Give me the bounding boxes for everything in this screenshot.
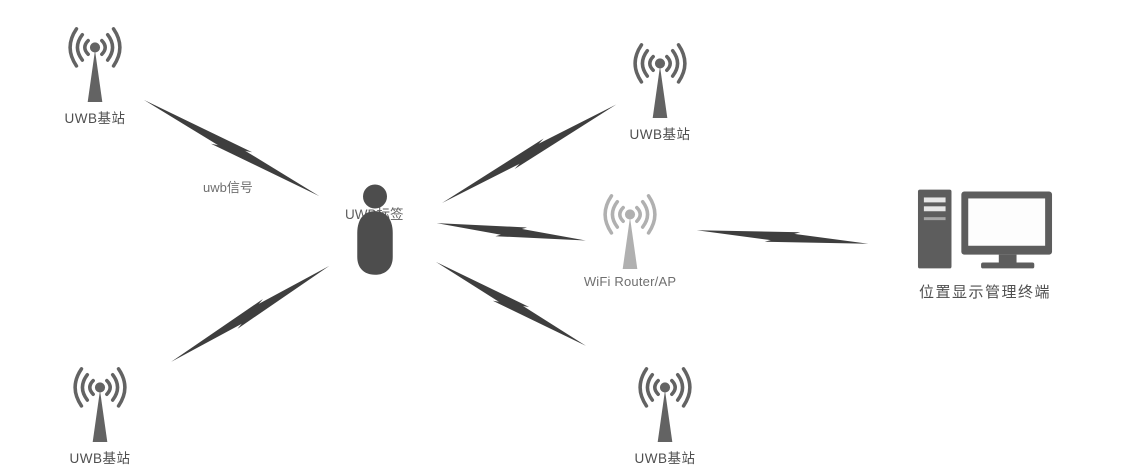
wifi-antenna-icon bbox=[603, 194, 657, 271]
uwb-station-label: UWB基站 bbox=[69, 451, 131, 466]
uwb-station-label: UWB基站 bbox=[629, 127, 691, 142]
person-icon bbox=[357, 184, 393, 275]
uwb-station-top-left: UWB基站 bbox=[53, 24, 137, 127]
uwb-station-bottom-center: UWB基站 bbox=[623, 364, 707, 467]
antenna-icon bbox=[68, 27, 122, 104]
uwb-tag bbox=[351, 184, 399, 280]
antenna-icon bbox=[633, 43, 687, 120]
uwb-station-top-right: UWB基站 bbox=[618, 40, 702, 143]
uwb-station-label: UWB基站 bbox=[634, 451, 696, 466]
antenna-icon bbox=[73, 367, 127, 444]
uwb-station-label: UWB基站 bbox=[64, 111, 126, 126]
wifi-router-label: WiFi Router/AP bbox=[583, 274, 677, 289]
signal-bolt-tag-to-bc bbox=[433, 254, 589, 354]
signal-bolt-wifi-to-terminal bbox=[696, 221, 869, 253]
signal-bolt-tag-to-wifi bbox=[436, 214, 587, 250]
terminal-label: 位置显示管理终端 bbox=[918, 284, 1051, 301]
signal-bolt-bl-to-tag bbox=[166, 262, 334, 366]
uwb-signal-label: uwb信号 bbox=[203, 180, 253, 195]
location-terminal: 位置显示管理终端 bbox=[905, 186, 1065, 302]
computer-icon bbox=[917, 189, 1053, 269]
wifi-router: WiFi Router/AP bbox=[575, 191, 685, 289]
antenna-icon bbox=[638, 367, 692, 444]
uwb-station-bottom-left: UWB基站 bbox=[58, 364, 142, 467]
